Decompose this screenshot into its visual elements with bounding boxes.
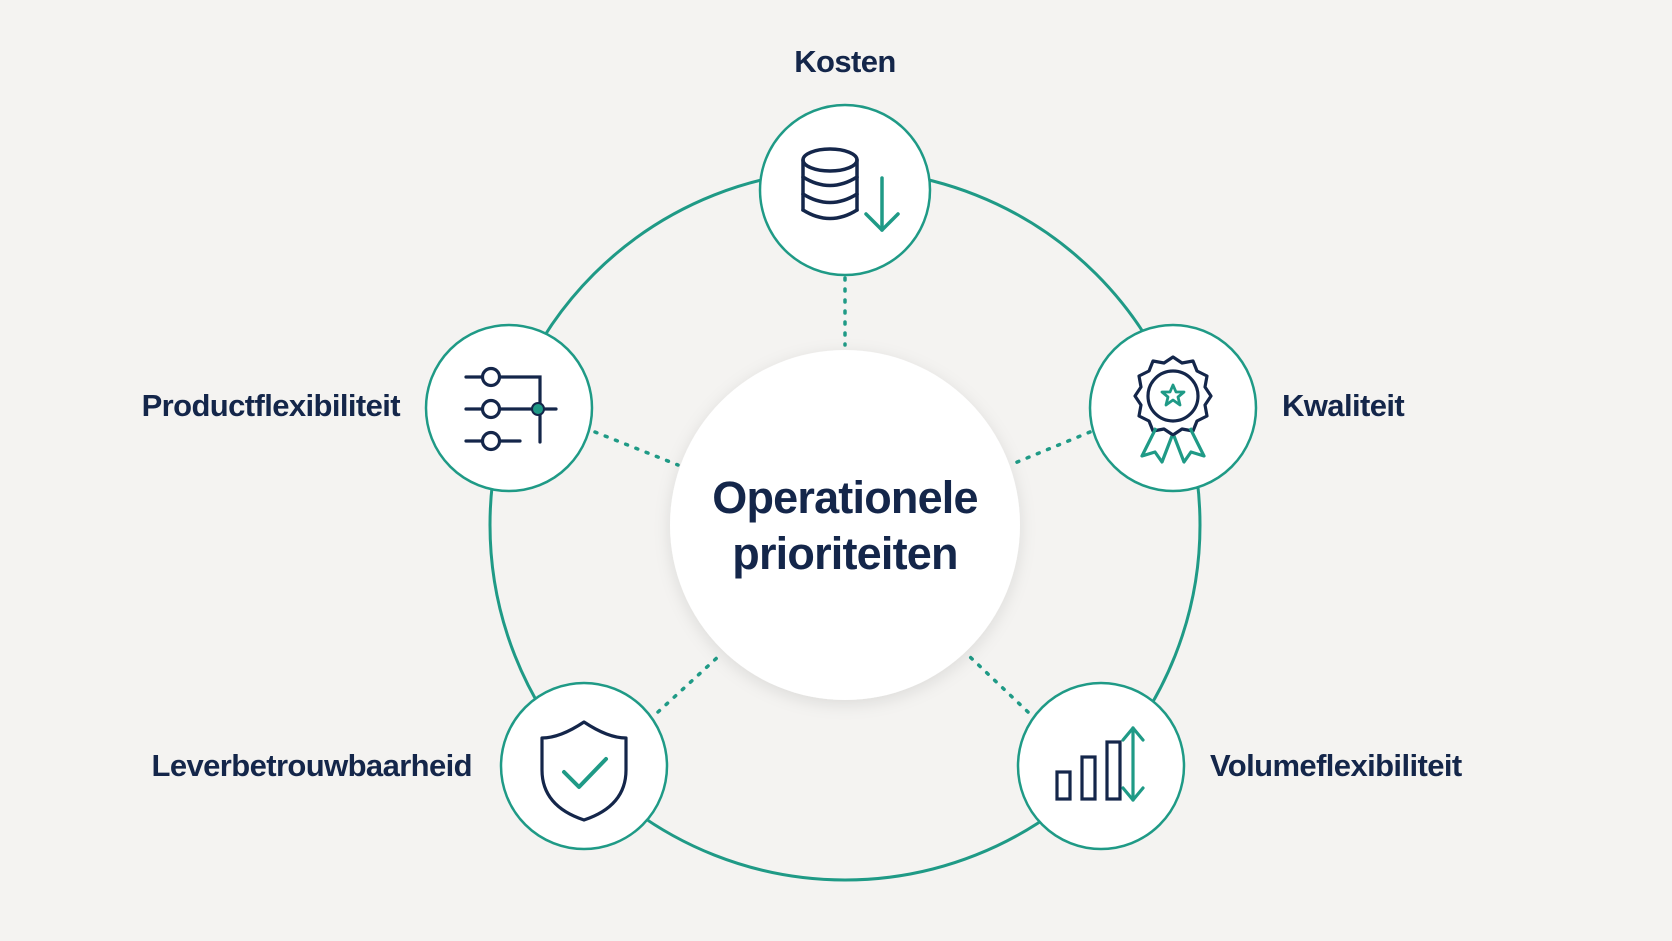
- sliders-icon: [464, 366, 558, 452]
- database-down-icon: [801, 147, 900, 232]
- connector-volumeflexibiliteit: [966, 653, 1030, 714]
- connector-kwaliteit: [1008, 430, 1092, 467]
- label-kosten: Kosten: [794, 44, 896, 79]
- label-leverbetrouwbaarheid: Leverbetrouwbaarheid: [151, 748, 473, 783]
- center-title-line1: Operationele: [712, 472, 978, 523]
- node-productflexibiliteit[interactable]: [424, 323, 594, 493]
- shield-check-icon: [540, 720, 628, 822]
- label-productflexibiliteit: Productflexibiliteit: [141, 388, 401, 423]
- center-title: Operationele prioriteiten: [670, 470, 1020, 582]
- node-volumeflexibiliteit[interactable]: [1016, 681, 1186, 851]
- award-rosette-icon: [1133, 355, 1213, 464]
- label-kwaliteit: Kwaliteit: [1282, 388, 1405, 423]
- connector-leverbetrouwbaarheid: [656, 653, 722, 714]
- node-leverbetrouwbaarheid[interactable]: [499, 681, 669, 851]
- label-volumeflexibiliteit: Volumeflexibiliteit: [1210, 748, 1462, 783]
- center-title-line2: prioriteiten: [732, 528, 958, 579]
- node-kosten[interactable]: [758, 103, 932, 277]
- node-kwaliteit[interactable]: [1088, 323, 1258, 493]
- connector-productflexibiliteit: [593, 430, 680, 467]
- bar-chart-arrows-icon: [1055, 726, 1145, 802]
- center-node: [670, 350, 1020, 700]
